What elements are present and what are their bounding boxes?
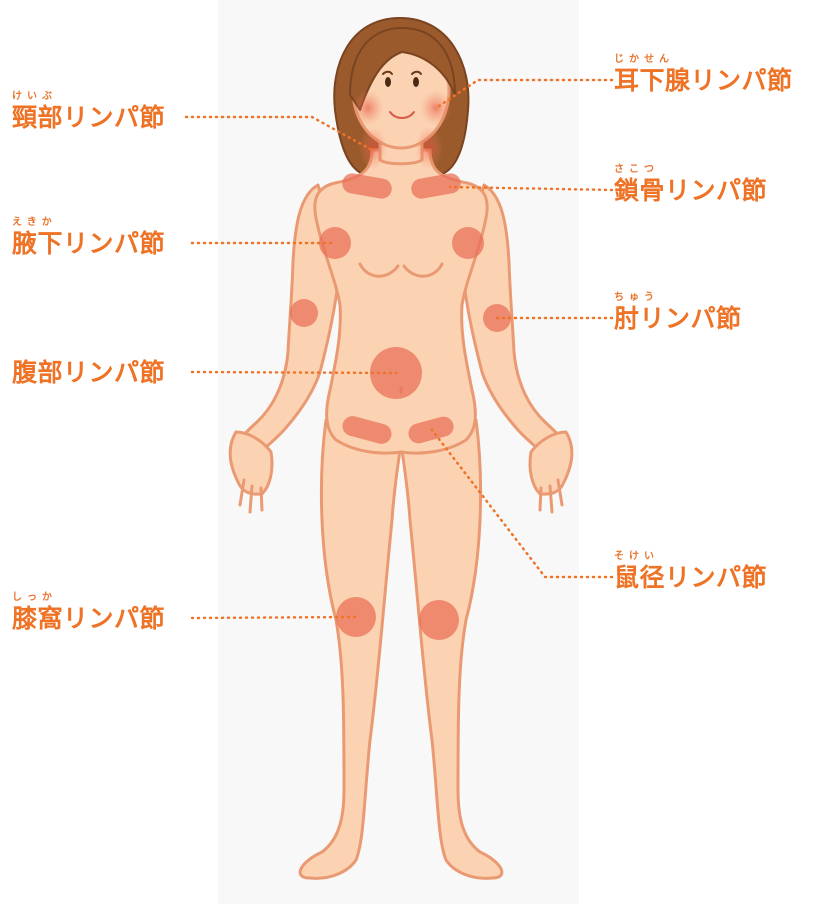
label-knee: しっか 膝窩リンパ節: [12, 592, 165, 634]
label-groin: そけい 鼠径リンパ節: [614, 551, 767, 593]
ruby-knee: しっか: [12, 592, 165, 604]
label-neck: けいぶ 頸部リンパ節: [12, 91, 165, 133]
ruby-elbow: ちゅう: [614, 292, 742, 304]
neck-node-left: [359, 126, 387, 170]
parotid-node-left: [352, 90, 384, 126]
ruby-axilla: えきか: [12, 217, 165, 229]
leader-abdomen: [192, 372, 396, 373]
elbow-node-left: [290, 299, 318, 327]
ruby-groin: そけい: [614, 551, 767, 563]
label-elbow: ちゅう 肘リンパ節: [614, 292, 742, 334]
knee-node-right: [419, 600, 459, 640]
name-elbow: 肘リンパ節: [614, 304, 742, 334]
label-abdomen: 腹部リンパ節: [12, 358, 165, 388]
neck-node-right: [415, 126, 443, 170]
label-parotid: じかせん 耳下腺リンパ節: [614, 54, 793, 96]
ruby-parotid: じかせん: [614, 54, 793, 66]
name-axilla: 腋下リンパ節: [12, 229, 165, 259]
label-clavicle: さこつ 鎖骨リンパ節: [614, 164, 767, 206]
axilla-node-right: [452, 227, 484, 259]
name-neck: 頸部リンパ節: [12, 103, 165, 133]
name-groin: 鼠径リンパ節: [614, 563, 767, 593]
ruby-clavicle: さこつ: [614, 164, 767, 176]
name-abdomen: 腹部リンパ節: [12, 358, 165, 388]
ruby-neck: けいぶ: [12, 91, 165, 103]
name-knee: 膝窩リンパ節: [12, 604, 165, 634]
label-axilla: えきか 腋下リンパ節: [12, 217, 165, 259]
name-parotid: 耳下腺リンパ節: [614, 66, 793, 96]
name-clavicle: 鎖骨リンパ節: [614, 176, 767, 206]
parotid-node-right: [420, 90, 452, 126]
